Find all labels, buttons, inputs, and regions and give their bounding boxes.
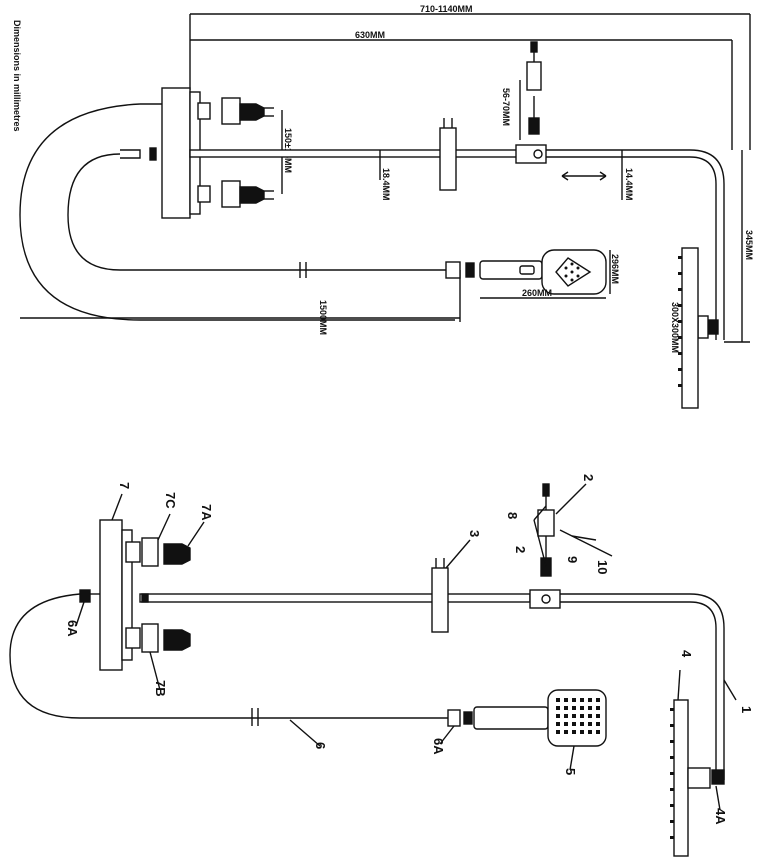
- inlet-collar-upper: [221, 97, 241, 125]
- part-label-8: 8: [505, 512, 520, 519]
- holder-insert-top: [528, 117, 540, 135]
- dim-head-size-label: 300X300MM: [670, 302, 680, 353]
- part-label-3: 3: [467, 530, 482, 537]
- part-label-2-bottom: 2: [513, 546, 528, 553]
- part-label-1: 1: [739, 706, 754, 713]
- dim-bar-length-label: 630MM: [355, 30, 385, 40]
- wall-bracket-top: [439, 127, 457, 191]
- inlet-nut-lower: [197, 185, 211, 203]
- part-label-7b: 7B: [153, 680, 168, 697]
- dim-slider-range-label: 56-70MM: [501, 88, 511, 126]
- bottom-parts-diagram: [9, 483, 737, 857]
- head-nozzles-bottom: [670, 708, 674, 839]
- head-connector-bottom: [711, 769, 725, 785]
- top-dimension-diagram: Dimensions in millimetres 710-1140MM 630…: [12, 4, 754, 409]
- dim-arm-diameter-label: 14.4MM: [624, 168, 634, 201]
- part-label-2-top: 2: [581, 474, 596, 481]
- part-label-4a: 4A: [713, 808, 728, 825]
- hose-nut-top: [445, 261, 461, 279]
- hose-nut-6a-left: [79, 589, 91, 603]
- shower-arm-outer-top: [546, 149, 725, 340]
- inlet-collar-lower: [221, 180, 241, 208]
- inlet-collar-7c: [141, 537, 159, 567]
- valve-body-bottom: [99, 519, 123, 671]
- diverter-knob-top: [533, 149, 543, 159]
- part-label-7a: 7A: [199, 504, 214, 521]
- inlet-elbow-upper: [239, 103, 265, 121]
- inlet-nut-upper: [197, 102, 211, 120]
- holder-bottom: [537, 509, 555, 537]
- overhead-head-top: [681, 247, 699, 409]
- overhead-head-bottom: [673, 699, 689, 857]
- part-label-4: 4: [679, 650, 694, 658]
- holder-insert-bottom: [540, 557, 552, 577]
- part-labels: 7 7C 7A 6A 7B 6 6A 3 2 8 2 9 10 4 1 5 4A: [65, 474, 754, 825]
- holder-top: [526, 61, 542, 91]
- dim-handset-width-label: 296MM: [610, 254, 620, 284]
- dim-bar-diameter-label: 18.4MM: [381, 168, 391, 201]
- part-label-7c: 7C: [163, 492, 178, 509]
- hose-inner-top: [67, 153, 450, 271]
- vertical-note: Dimensions in millimetres: [12, 20, 22, 132]
- inlet-collar-7b: [141, 623, 159, 653]
- dim-total-width-label: 710-1140MM: [420, 4, 473, 14]
- riser-bar-bottom: [139, 593, 531, 603]
- shower-arm-inner-bottom: [560, 601, 717, 780]
- part-label-10: 10: [595, 560, 610, 574]
- dim-hose-length-label: 1500MM: [318, 300, 328, 335]
- hose-nut-6a-right: [447, 709, 461, 727]
- head-nozzles-top: [678, 256, 682, 387]
- hose-outer-top: [19, 103, 455, 321]
- part-label-6: 6: [313, 742, 328, 749]
- shower-arm-outer-bottom: [560, 593, 725, 780]
- hose-outer-bottom: [9, 593, 450, 719]
- inlet-elbow-lower-bottom: [163, 629, 191, 651]
- handset-nozzles-top: [564, 262, 580, 282]
- part-label-7: 7: [117, 482, 132, 489]
- wall-bracket-bottom: [431, 567, 449, 633]
- part-label-5: 5: [563, 768, 578, 775]
- riser-bar-top: [189, 149, 519, 158]
- inlet-elbow-7a: [163, 543, 191, 565]
- dim-drop-height-label: 345MM: [744, 230, 754, 260]
- diverter-block-bottom: [529, 589, 561, 609]
- dim-handset-length-label: 260MM: [522, 288, 552, 298]
- handset-nozzles-bottom: [556, 698, 600, 734]
- valve-body-top: [161, 87, 191, 219]
- inlet-elbow-lower: [239, 186, 265, 204]
- part-label-9: 9: [565, 556, 580, 563]
- part-label-6a-left: 6A: [65, 620, 80, 637]
- handset-handle-bottom: [473, 706, 549, 730]
- part-label-6a-right: 6A: [431, 738, 446, 755]
- valve-plate-bottom: [121, 529, 133, 661]
- shower-arm-inner-top: [546, 156, 717, 340]
